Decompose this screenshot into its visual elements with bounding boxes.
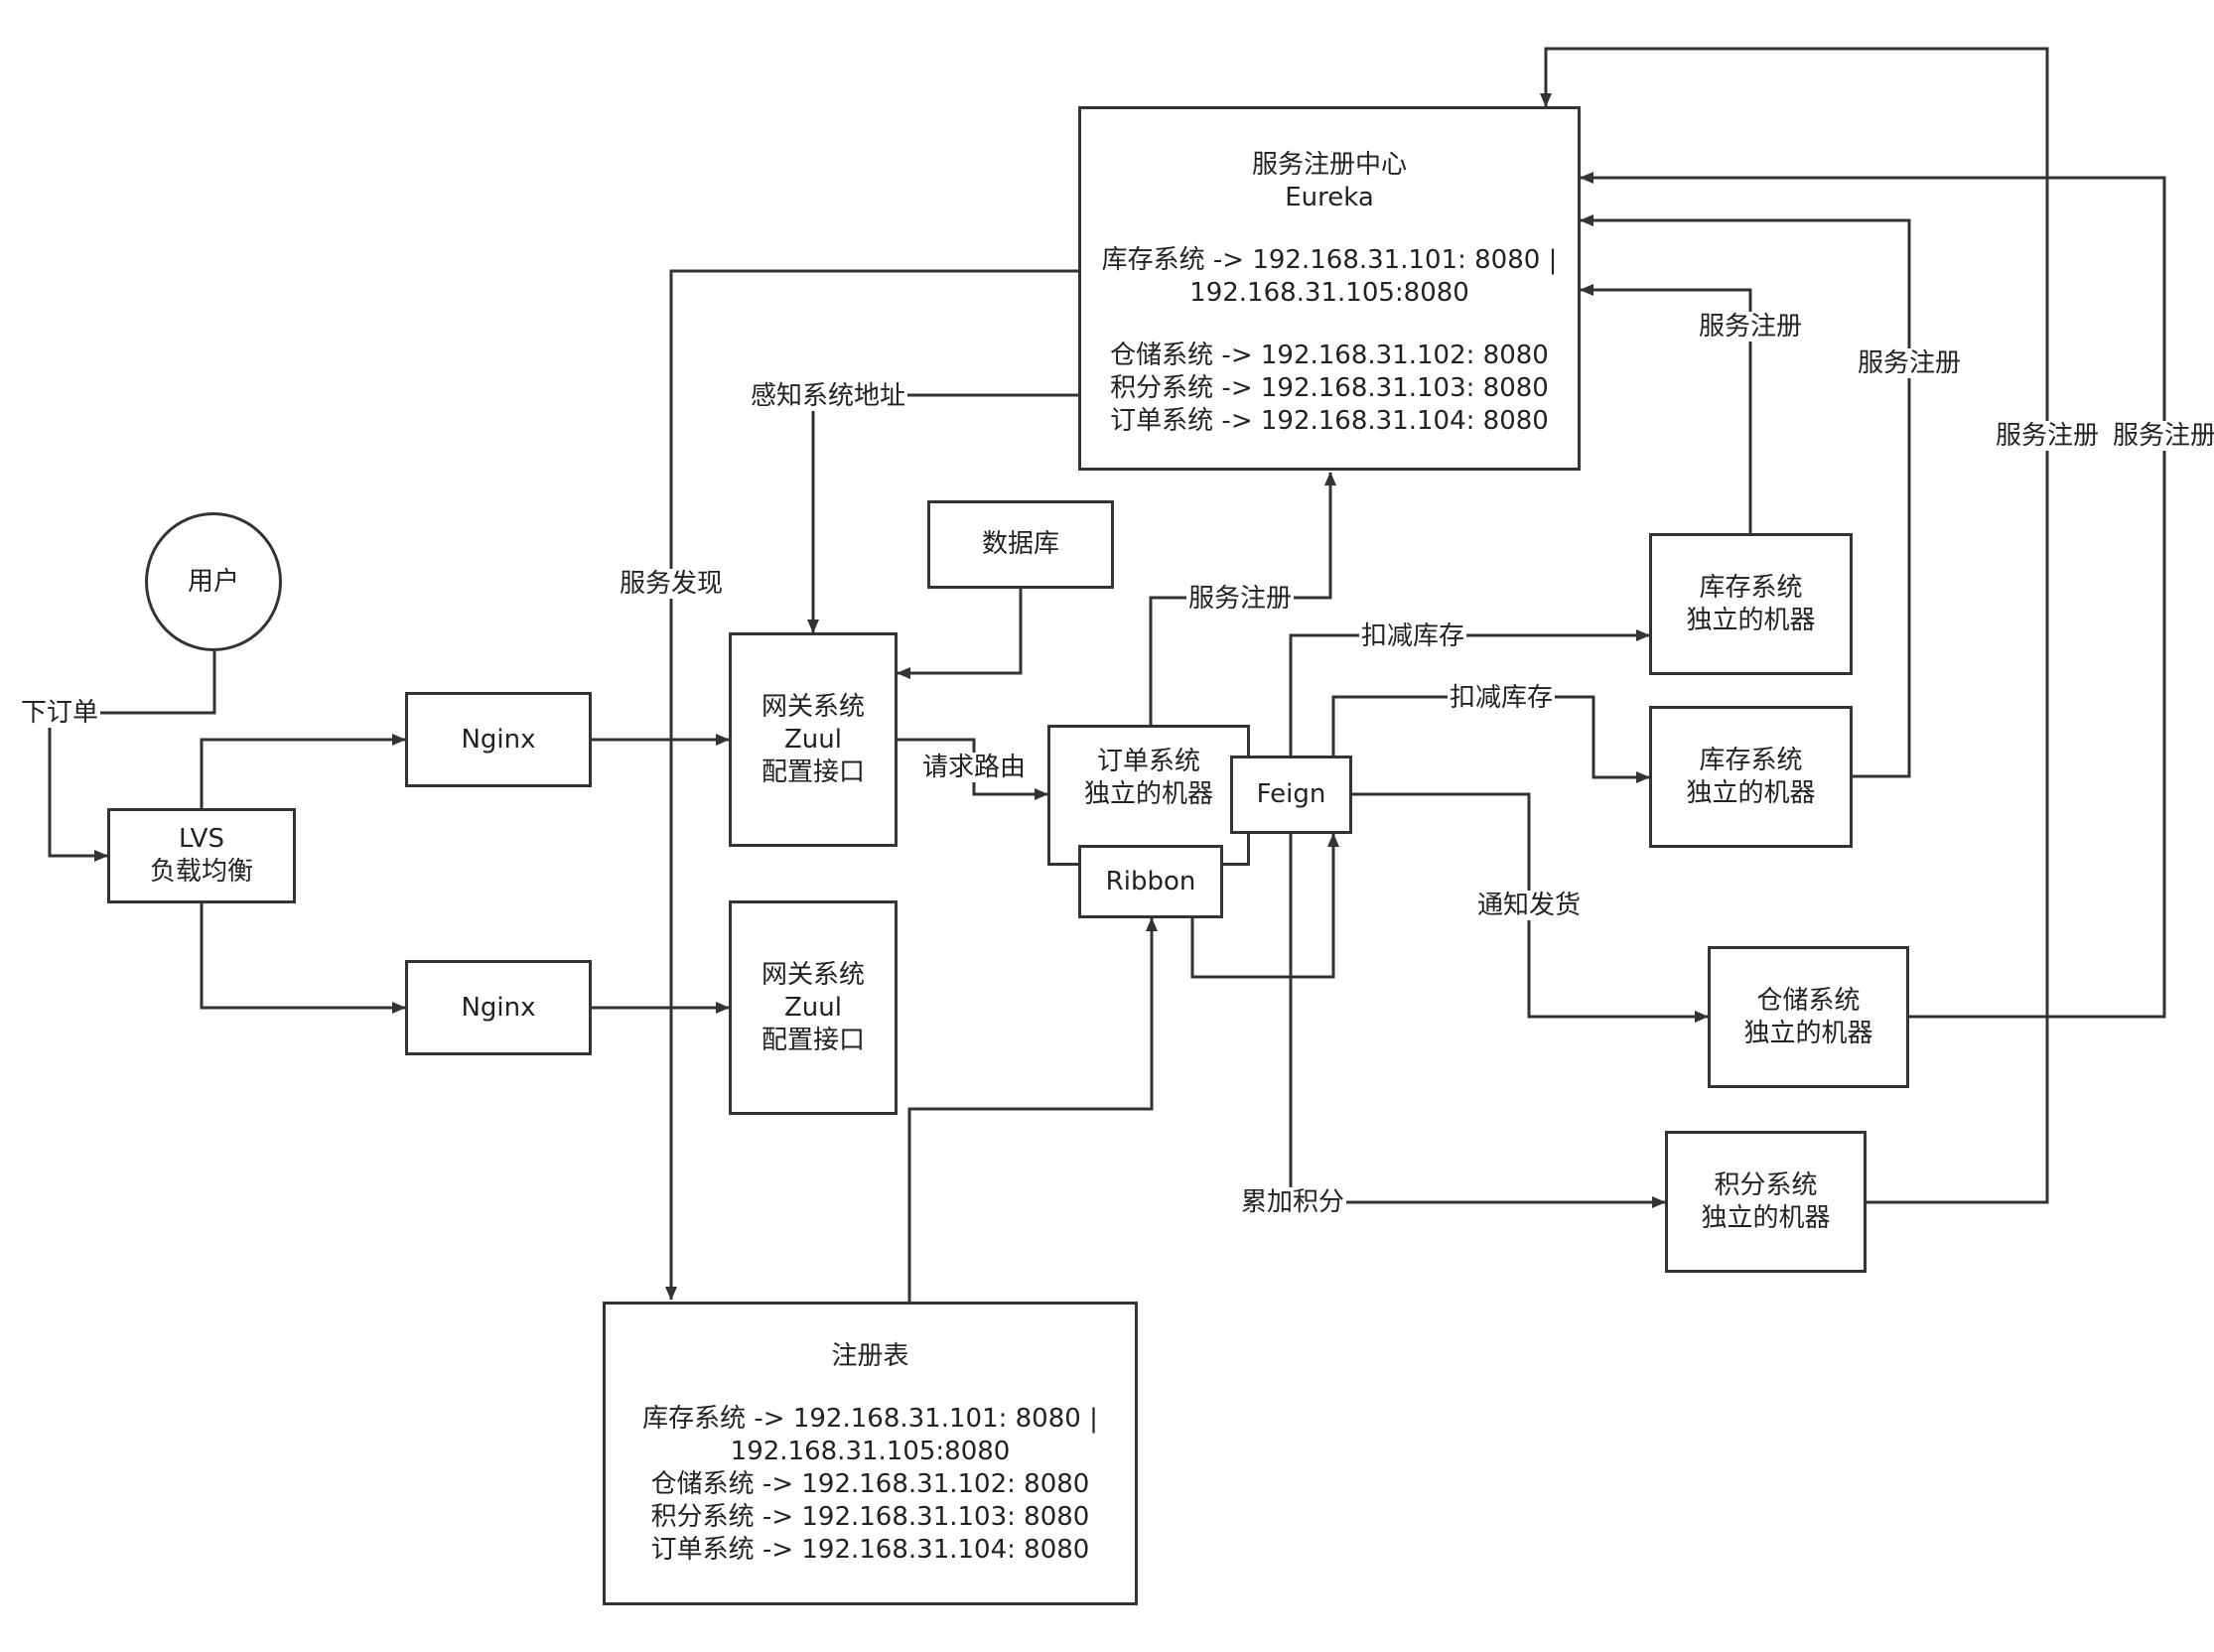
node-gateway-bottom-line-1: 网关系统 [761, 959, 865, 990]
registry-line-4: 积分系统 -> 192.168.31.103: 8080 [650, 1502, 1090, 1532]
edge-warehouse-to-eureka [1580, 172, 2166, 1019]
node-feign-label: Feign [1256, 779, 1326, 809]
node-nginx-bottom[interactable]: Nginx [405, 960, 592, 1055]
node-nginx-top-label: Nginx [461, 724, 536, 755]
node-gateway-bottom-line-3: 配置接口 [761, 1025, 865, 1055]
label-service-register-inv1: 服务注册 [1696, 312, 1805, 342]
registry-line-2: 192.168.31.105:8080 [730, 1437, 1011, 1466]
edge-feign-to-inventory-2 [1331, 695, 1650, 783]
node-nginx-top[interactable]: Nginx [405, 692, 592, 787]
edge-eureka-to-registry [665, 269, 1080, 1301]
edge-registry-to-ribbon [907, 917, 1158, 1303]
node-warehouse-line-1: 仓储系统 [1756, 985, 1861, 1016]
edge-points-to-eureka [1540, 47, 2049, 1204]
label-add-points: 累加积分 [1238, 1187, 1347, 1217]
node-lvs-line-1: LVS [179, 824, 224, 854]
edge-inventory-2-to-eureka [1580, 214, 1911, 778]
node-gateway-top-line-3: 配置接口 [761, 757, 865, 787]
node-lvs[interactable]: LVS 负载均衡 [107, 808, 296, 903]
label-service-register-points: 服务注册 [1993, 421, 2102, 451]
edge-lvs-to-nginx-bottom [200, 903, 406, 1014]
eureka-title: 服务注册中心 [1251, 150, 1407, 180]
node-eureka[interactable]: 服务注册中心 Eureka 库存系统 -> 192.168.31.101: 80… [1078, 106, 1581, 471]
label-service-register-order: 服务注册 [1185, 584, 1295, 614]
node-gateway-top-line-1: 网关系统 [761, 691, 865, 722]
eureka-line-b3: 订单系统 -> 192.168.31.104: 8080 [1110, 406, 1549, 436]
node-feign[interactable]: Feign [1230, 756, 1352, 834]
node-order[interactable]: 订单系统 独立的机器 [1047, 725, 1250, 866]
label-service-register-inv2: 服务注册 [1855, 348, 1964, 378]
label-notify-shipping: 通知发货 [1474, 891, 1584, 920]
node-gateway-top-line-2: Zuul [784, 724, 842, 755]
label-service-register-warehouse: 服务注册 [2110, 421, 2214, 451]
edge-inventory-1-to-eureka [1580, 284, 1752, 533]
registry-line-1: 库存系统 -> 192.168.31.101: 8080 | [642, 1404, 1098, 1434]
node-gateway-bottom[interactable]: 网关系统 Zuul 配置接口 [729, 900, 898, 1115]
node-ribbon-label: Ribbon [1105, 866, 1196, 896]
node-inventory-2[interactable]: 库存系统 独立的机器 [1649, 706, 1853, 848]
node-registry[interactable]: 注册表 库存系统 -> 192.168.31.101: 8080 | 192.1… [603, 1302, 1138, 1605]
node-database-label: 数据库 [981, 529, 1059, 559]
label-deduct-stock-1: 扣减库存 [1358, 621, 1467, 651]
label-sense-address: 感知系统地址 [748, 381, 908, 411]
eureka-line-b1: 仓储系统 -> 192.168.31.102: 8080 [1110, 341, 1549, 370]
registry-line-5: 订单系统 -> 192.168.31.104: 8080 [650, 1535, 1090, 1565]
label-request-routing: 请求路由 [919, 753, 1029, 782]
node-order-line-1: 订单系统 [1096, 747, 1200, 776]
registry-line-3: 仓储系统 -> 192.168.31.102: 8080 [650, 1469, 1090, 1499]
node-inventory-1[interactable]: 库存系统 独立的机器 [1649, 533, 1853, 675]
node-points[interactable]: 积分系统 独立的机器 [1665, 1131, 1867, 1273]
node-ribbon[interactable]: Ribbon [1078, 845, 1223, 918]
node-database[interactable]: 数据库 [927, 500, 1114, 589]
node-inventory-1-line-1: 库存系统 [1699, 572, 1803, 603]
node-warehouse[interactable]: 仓储系统 独立的机器 [1708, 946, 1909, 1088]
node-order-line-2: 独立的机器 [1083, 779, 1213, 809]
label-place-order: 下订单 [18, 698, 101, 728]
node-points-line-1: 积分系统 [1714, 1170, 1818, 1200]
node-user[interactable]: 用户 [145, 512, 282, 651]
node-gateway-bottom-line-2: Zuul [784, 992, 842, 1023]
node-inventory-1-line-2: 独立的机器 [1686, 605, 1816, 635]
node-lvs-line-2: 负载均衡 [149, 857, 253, 887]
label-deduct-stock-2: 扣减库存 [1447, 683, 1556, 713]
node-user-label: 用户 [187, 566, 239, 597]
eureka-line-a2: 192.168.31.105:8080 [1189, 278, 1469, 308]
node-inventory-2-line-1: 库存系统 [1699, 745, 1803, 775]
node-nginx-bottom-label: Nginx [461, 992, 536, 1023]
node-points-line-2: 独立的机器 [1701, 1202, 1831, 1233]
edge-database-to-gateway [897, 589, 1023, 679]
node-inventory-2-line-2: 独立的机器 [1686, 777, 1816, 808]
eureka-line-b2: 积分系统 -> 192.168.31.103: 8080 [1110, 373, 1549, 403]
edge-feign-to-inventory-1 [1289, 629, 1650, 757]
label-service-discovery: 服务发现 [617, 569, 726, 599]
node-warehouse-line-2: 独立的机器 [1743, 1018, 1873, 1048]
eureka-line-a1: 库存系统 -> 192.168.31.101: 8080 | [1101, 245, 1558, 275]
edge-lvs-to-nginx-top [200, 734, 406, 809]
registry-title: 注册表 [831, 1341, 909, 1371]
eureka-subtitle: Eureka [1285, 183, 1374, 212]
edge-ribbon-to-feign [1190, 833, 1339, 979]
node-gateway-top[interactable]: 网关系统 Zuul 配置接口 [729, 632, 898, 847]
